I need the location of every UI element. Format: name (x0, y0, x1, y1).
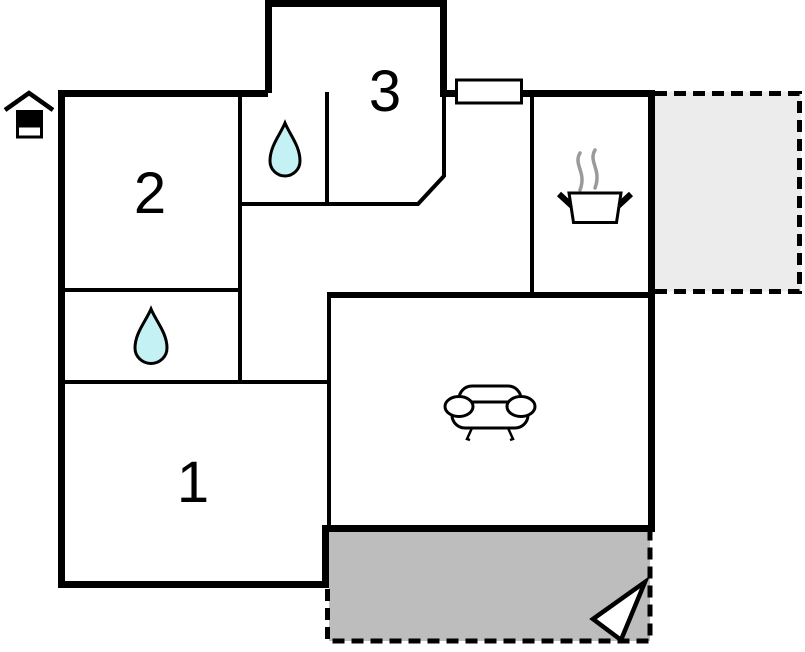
terrace-top-right-floor (655, 91, 801, 292)
room-3-label: 3 (368, 59, 402, 124)
house-body-bottom (16, 124, 43, 139)
wall-segment (440, 90, 655, 97)
house-roof (3, 90, 55, 112)
steam-line (576, 151, 584, 192)
wall-segment (322, 525, 655, 532)
steam-line (591, 148, 599, 190)
direction-arrow-shape (589, 575, 651, 644)
wall-segment (648, 90, 655, 532)
wall-segment (442, 93, 446, 177)
house-orientation-icon (3, 90, 55, 139)
sofa-armrest-left (443, 395, 475, 418)
sofa-leg-right (506, 427, 515, 442)
wall-segment (440, 0, 447, 97)
room-2-label: 2 (133, 161, 167, 226)
wall-segment (322, 527, 329, 588)
water-drop-shape (133, 305, 169, 365)
sofa-icon (443, 384, 537, 442)
wall-segment (240, 202, 419, 206)
direction-arrow-icon (589, 575, 651, 644)
water-drop-icon (133, 305, 169, 365)
wall-segment (238, 97, 242, 384)
water-drop-shape (268, 119, 302, 178)
walls (58, 0, 655, 588)
cooking-pot-icon (556, 148, 634, 224)
wall-segment (58, 90, 268, 97)
wall-segment (58, 90, 65, 588)
wall-segment (58, 581, 329, 588)
wall-segment (65, 288, 238, 292)
wall-segment (327, 292, 648, 298)
sofa-armrest-right (505, 395, 537, 418)
wall-segment-diagonal (416, 174, 446, 206)
pot-body (567, 191, 623, 224)
room-1-label: 1 (176, 450, 210, 515)
wall-segment (327, 294, 331, 527)
house-body-top (16, 110, 43, 126)
sofa-leg-left (465, 427, 474, 442)
terrace-bottom-border (325, 532, 653, 644)
terrace-bottom (325, 532, 653, 644)
water-drop-icon (268, 119, 302, 178)
terrace-top-right (655, 91, 802, 294)
window-marker (455, 78, 523, 105)
wall-segment (265, 0, 447, 7)
wall-segment (530, 97, 534, 293)
wall-segment (325, 92, 329, 204)
wall-segment (65, 380, 331, 384)
wall-segment (265, 0, 272, 93)
